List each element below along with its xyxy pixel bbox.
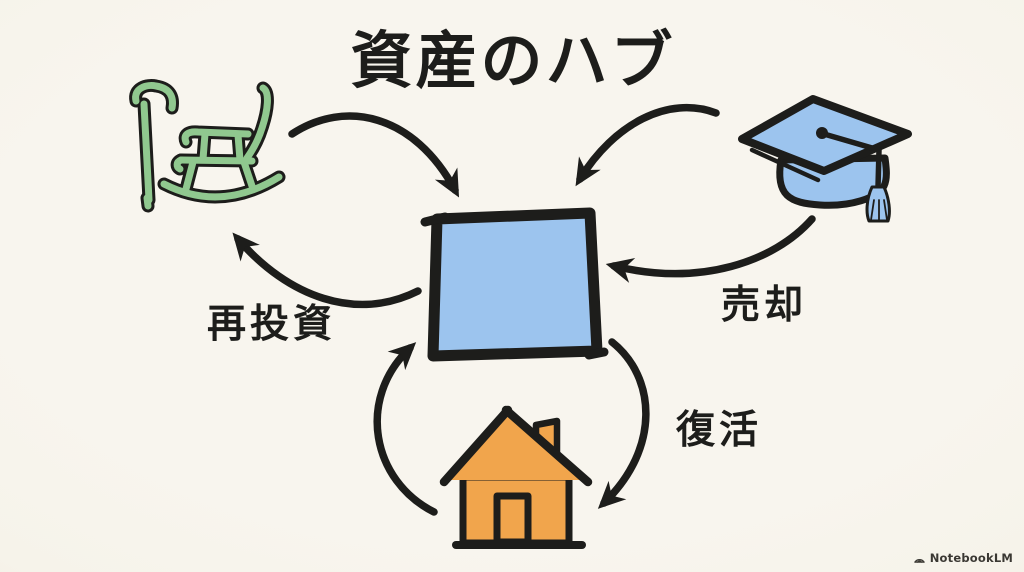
- edge-label-sell: 売却: [721, 283, 808, 328]
- watermark-label: NotebookLM: [929, 551, 1013, 565]
- arrow-home-to-hub: [373, 342, 438, 516]
- house-icon: [439, 405, 593, 549]
- arrow-education-to-hub: [575, 103, 720, 187]
- arrow-hub-to-home-revive: [597, 338, 650, 509]
- edge-label-revive: 復活: [676, 408, 763, 453]
- edge-label-reinvest: 再投資: [207, 302, 337, 347]
- arrow-retirement-to-hub: [288, 112, 460, 198]
- notebooklm-logo-icon: [914, 558, 925, 563]
- graduation-cap-icon: [738, 95, 912, 223]
- notebooklm-watermark: NotebookLM: [913, 551, 1013, 565]
- rocking-chair-and-cane-icon: [129, 79, 286, 213]
- diagram-title: 資産のハブ: [350, 24, 676, 97]
- hub-square: [420, 207, 609, 362]
- arrow-education-to-hub-sell: [605, 215, 816, 283]
- arrow-hub-to-retirement-reinvest: [232, 232, 422, 309]
